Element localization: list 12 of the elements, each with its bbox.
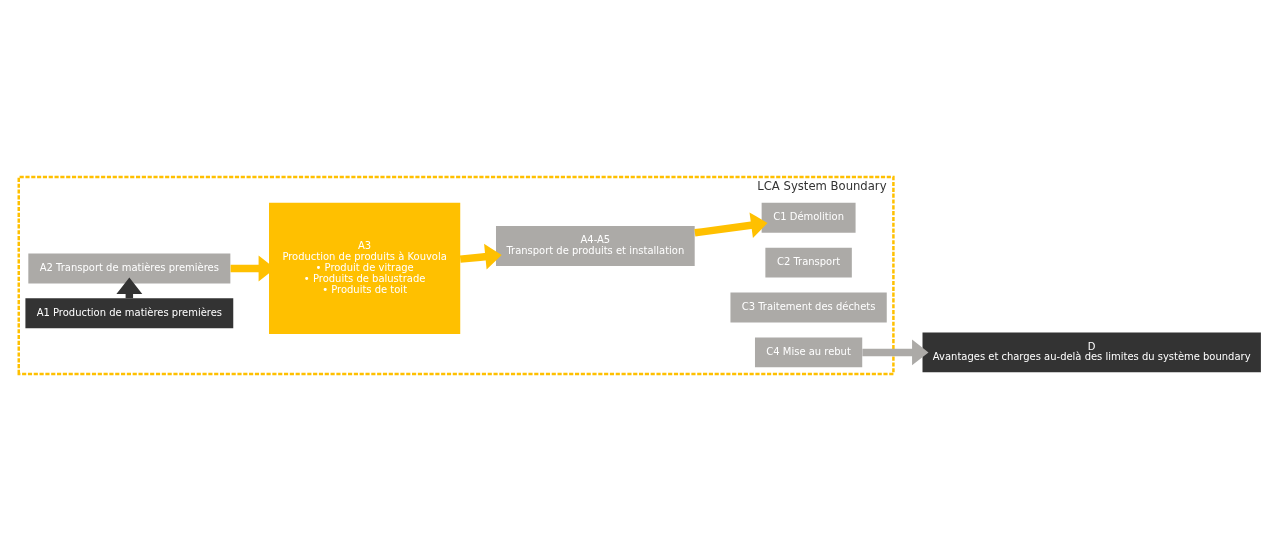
node-box: A3 Production de produits à Kouvola • Produit de vitrage • Produits de balustrade • Produits de toit [269,202,461,335]
node-box: D Avantages et charges au-delà des limites du système boundary [922,332,1261,373]
node-box: A2 Transport de matières premières [28,253,231,284]
node-box: C2 Transport [765,247,852,278]
node-box: C3 Traitement des déchets [730,292,887,323]
node-box: C1 Démolition [761,202,856,233]
arrow [694,212,768,239]
arrow [459,243,502,270]
node-box: A1 Production de matières premières [25,298,234,329]
node-box: C4 Mise au rebut [755,337,863,368]
node-box: A4-A5 Transport de produits et installation [496,226,695,266]
arrow [862,339,929,366]
